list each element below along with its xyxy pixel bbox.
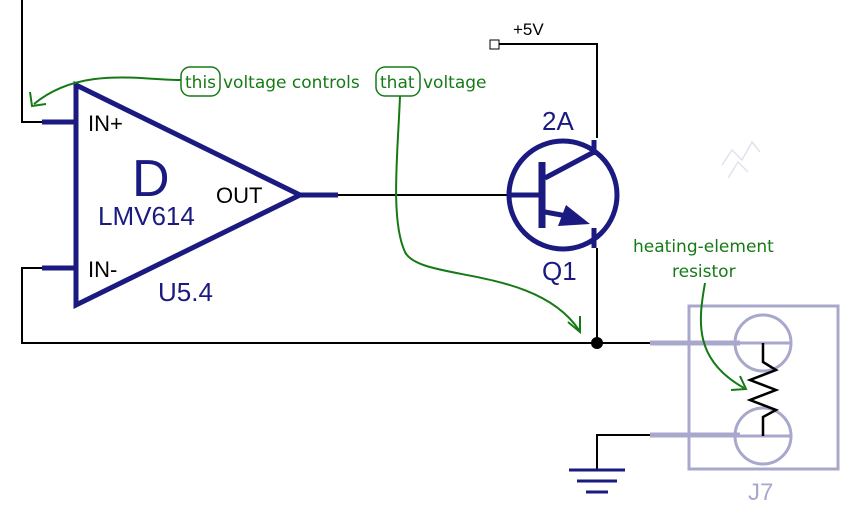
connector-pin1-circle bbox=[733, 313, 793, 373]
wire-in-plus-feed bbox=[21, 0, 42, 123]
that-box bbox=[375, 66, 421, 97]
arrow-heater-to-resistor bbox=[699, 282, 745, 389]
opamp-u5-4: IN+ IN- OUT D LMV614 U5.4 bbox=[42, 80, 338, 310]
opamp-triangle bbox=[73, 80, 306, 310]
annotation-that: that bbox=[380, 73, 415, 93]
opamp-pin-in-minus-label: IN- bbox=[88, 257, 117, 282]
arrow-this-to-in-plus bbox=[33, 76, 182, 105]
wire-supply-to-collector bbox=[499, 43, 598, 138]
arrow-this-head bbox=[29, 91, 47, 108]
arrow-that-head bbox=[567, 316, 581, 335]
arrow-that-to-node bbox=[395, 95, 580, 331]
heating-resistor bbox=[746, 343, 780, 436]
supply-label: +5V bbox=[513, 20, 544, 39]
annotation-this: this bbox=[185, 73, 216, 93]
supply-flag bbox=[489, 39, 500, 50]
connector-pin2-circle bbox=[733, 406, 793, 466]
wire-ground-to-j7 bbox=[596, 434, 650, 470]
transistor-emitter-arrow bbox=[558, 205, 590, 226]
ground-symbol bbox=[569, 468, 625, 494]
opamp-pin-out-label: OUT bbox=[216, 183, 262, 208]
connector-ref: J7 bbox=[748, 479, 773, 506]
this-box bbox=[180, 66, 221, 97]
wire-in-minus-loop bbox=[21, 267, 597, 344]
annotation-voltage: voltage bbox=[423, 73, 487, 93]
arrow-heater-head bbox=[730, 375, 748, 391]
ghost-residue bbox=[721, 140, 761, 179]
annotation-heater-line2: resistor bbox=[672, 262, 736, 282]
transistor-q1: 2A Q1 bbox=[506, 106, 620, 286]
transistor-ref: Q1 bbox=[542, 256, 577, 286]
connector-outline bbox=[687, 304, 840, 471]
junction-dot bbox=[591, 337, 603, 349]
transistor-rating: 2A bbox=[542, 106, 574, 136]
opamp-pin-in-plus-label: IN+ bbox=[88, 111, 123, 136]
connector-j7: J7 bbox=[650, 304, 840, 506]
opamp-ref: U5.4 bbox=[158, 277, 213, 307]
annotation-heater-line1: heating-element bbox=[633, 237, 774, 257]
opamp-part-number: LMV614 bbox=[98, 201, 195, 231]
annotations: this voltage controls that voltage heati… bbox=[29, 66, 774, 391]
wires bbox=[21, 0, 650, 470]
transistor-collector bbox=[543, 149, 596, 181]
annotation-voltage-controls: voltage controls bbox=[223, 73, 360, 93]
opamp-letter: D bbox=[132, 150, 170, 208]
